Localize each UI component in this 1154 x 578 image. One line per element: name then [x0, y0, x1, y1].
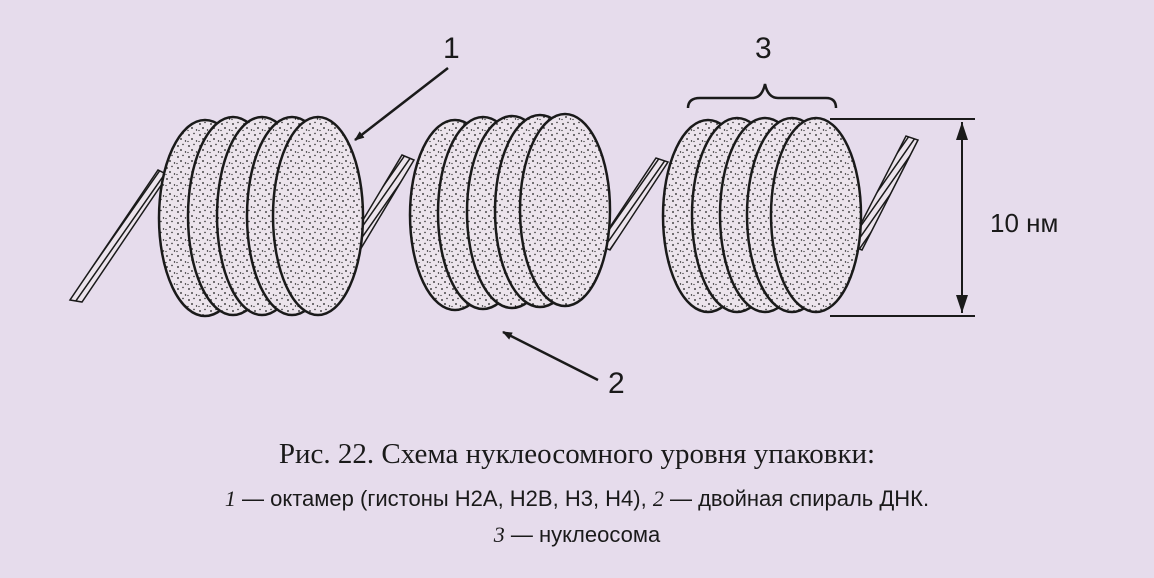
- arrow-2: [502, 330, 599, 382]
- figure-caption-title: Рис. 22. Схема нуклеосомного уровня упак…: [278, 438, 876, 470]
- legend-text-1: — октамер (гистоны H2A, H2B, H3, H4),: [235, 486, 653, 511]
- dna-segment-left: [68, 169, 170, 303]
- histone-disc: [518, 112, 612, 308]
- histone-disc: [271, 115, 365, 317]
- figure-caption-legend-2: 3 — нуклеосома: [0, 522, 1154, 548]
- label-2: 2: [608, 367, 625, 400]
- legend-text-3: — нуклеосома: [504, 522, 661, 547]
- nucleosome-1: [157, 115, 365, 318]
- dimension-marker: [830, 118, 975, 317]
- nucleosome-2: [408, 112, 612, 312]
- legend-number-1: 1: [224, 486, 236, 511]
- legend-number-2: 2: [652, 486, 664, 511]
- arrow-1: [354, 67, 449, 141]
- histone-disc: [769, 116, 863, 314]
- label-1: 1: [443, 32, 460, 65]
- figure-caption-legend: 1 — октамер (гистоны H2A, H2B, H3, H4), …: [0, 486, 1154, 512]
- legend-text-2: — двойная спираль ДНК.: [663, 486, 930, 511]
- dimension-label: 10 нм: [990, 208, 1058, 238]
- legend-number-3: 3: [493, 522, 505, 547]
- brace-3: [686, 83, 838, 109]
- label-3: 3: [755, 32, 772, 65]
- nucleosome-3: [661, 116, 863, 314]
